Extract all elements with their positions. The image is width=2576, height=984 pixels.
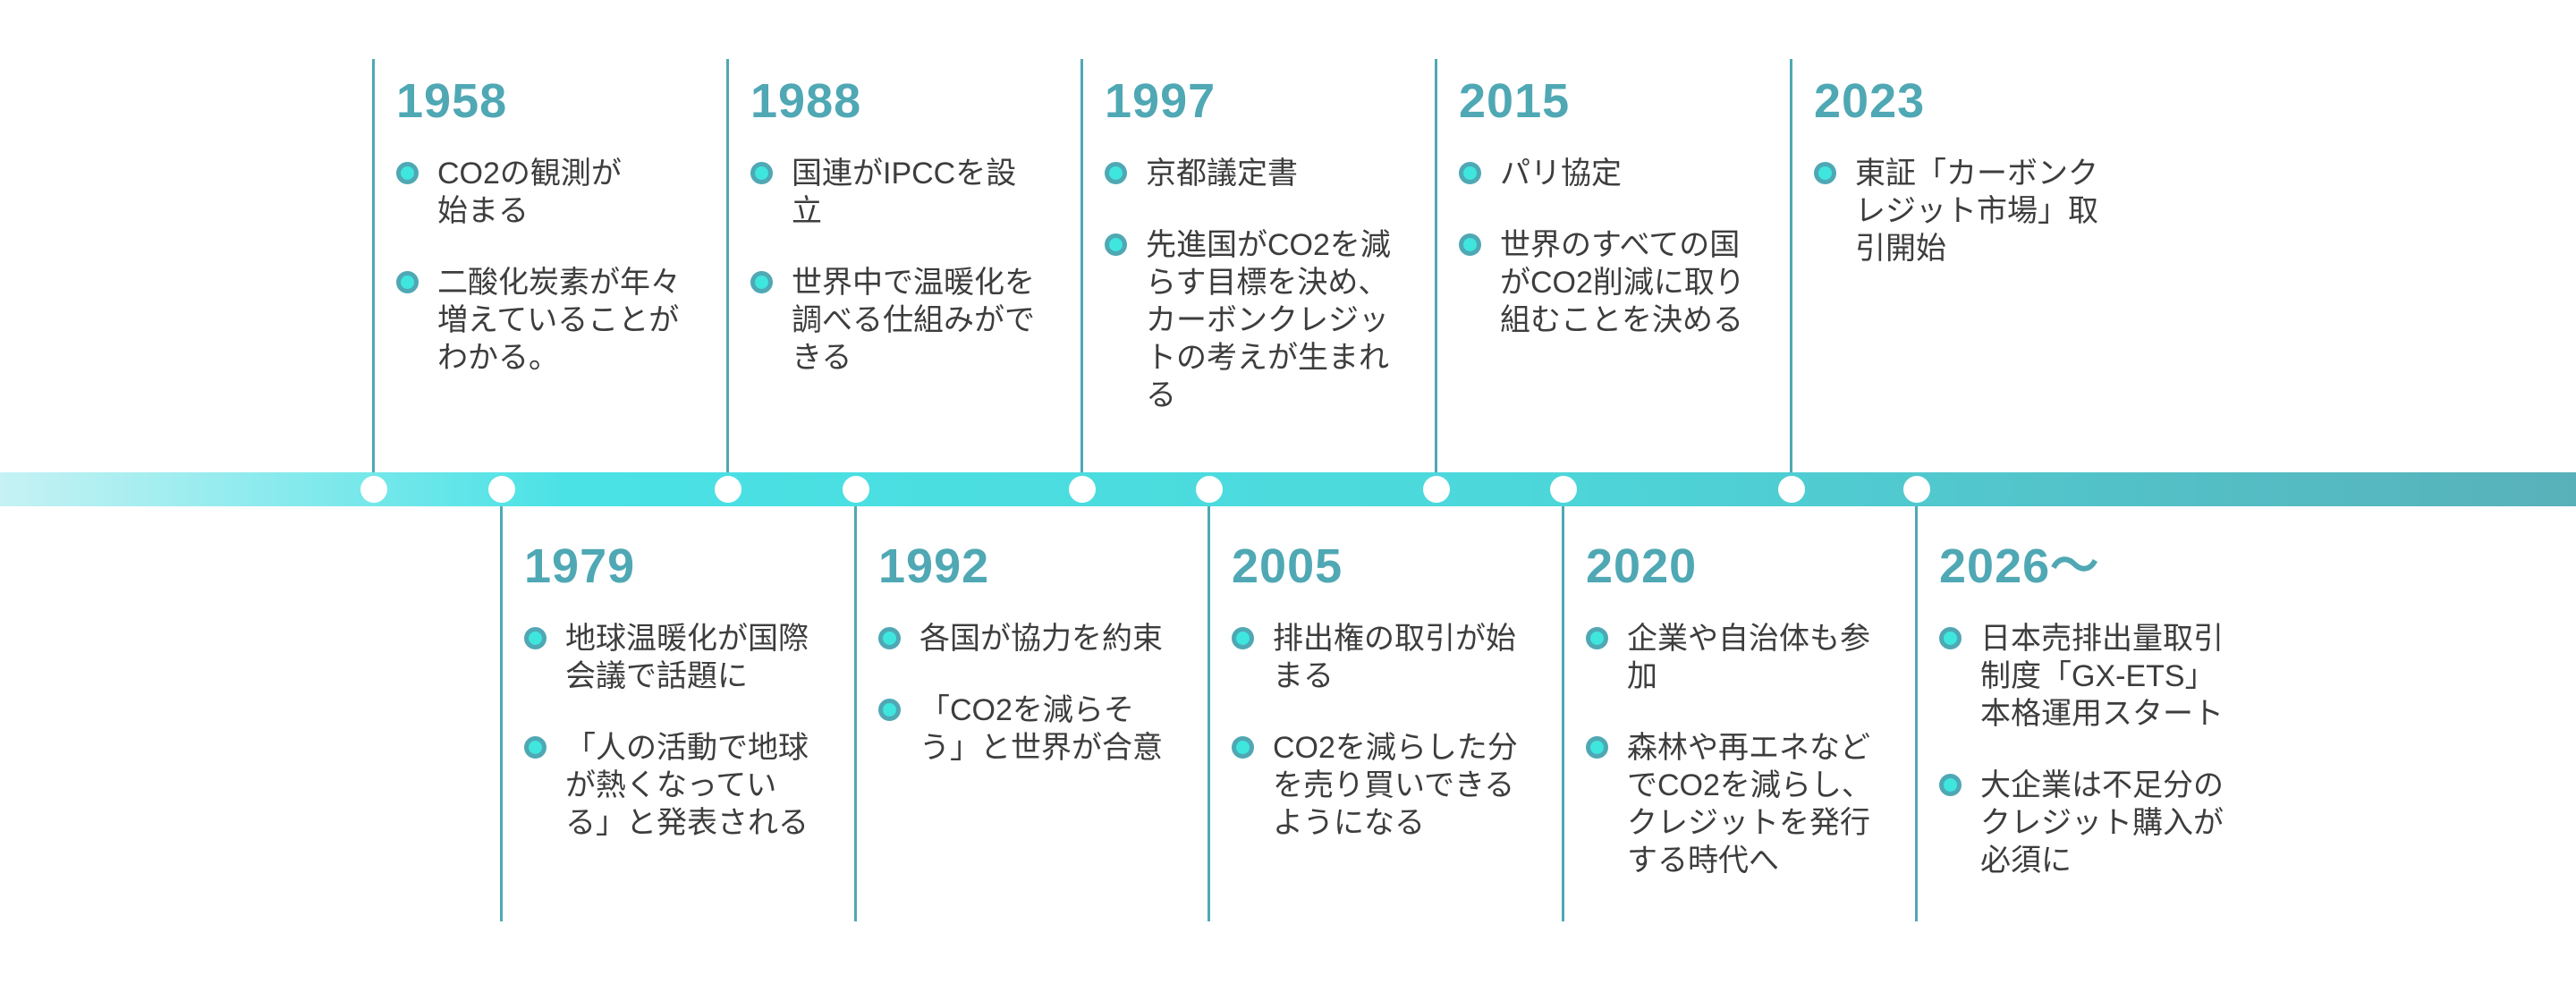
timeline-point-text: 二酸化炭素が年々 増えていることが わかる。 <box>437 266 681 375</box>
timeline-year-label: 1958 <box>396 74 508 128</box>
timeline-node-dot <box>1196 476 1223 503</box>
timeline-node-dot <box>1778 476 1805 503</box>
bullet-icon <box>396 271 419 293</box>
bullet-icon <box>396 162 419 184</box>
bullet-icon <box>878 627 901 649</box>
timeline-node-dot <box>1423 476 1450 503</box>
bullet-icon <box>524 736 547 759</box>
timeline-year-label: 2023 <box>1814 74 1926 128</box>
timeline-year-label: 1988 <box>750 74 862 128</box>
bullet-icon <box>1105 162 1127 184</box>
bullet-icon <box>1939 627 1962 649</box>
timeline-node-dot <box>488 476 515 503</box>
timeline-point: 先進国がCO2を減 らす目標を決め、 カーボンクレジッ トの考えが生まれ る <box>1105 226 1437 414</box>
timeline-point-text: CO2の観測が 始まる <box>437 157 622 228</box>
timeline-point-text: 世界のすべての国 がCO2削減に取り 組むことを決める <box>1500 228 1745 337</box>
timeline-point: 「人の活動で地球 が熱くなってい る」と発表される <box>524 729 857 842</box>
timeline-point-text: 先進国がCO2を減 らす目標を決め、 カーボンクレジッ トの考えが生まれ る <box>1146 228 1391 412</box>
timeline-connector-line <box>726 59 729 472</box>
timeline-point-text: 企業や自治体も参 加 <box>1627 622 1870 693</box>
bullet-icon <box>1232 736 1254 759</box>
timeline-year-label: 2005 <box>1232 539 1343 593</box>
timeline-bar <box>0 472 2576 506</box>
timeline-point: 大企業は不足分の クレジット購入が 必須に <box>1939 767 2272 879</box>
bullet-icon <box>1814 162 1836 184</box>
timeline-point-text: 「人の活動で地球 が熱くなってい る」と発表される <box>565 731 809 840</box>
timeline-point: 各国が協力を約束 <box>878 620 1211 657</box>
bullet-icon <box>1586 627 1608 649</box>
timeline-point: CO2を減らした分 を売り買いできる ようになる <box>1232 729 1564 842</box>
timeline-year-label: 1997 <box>1105 74 1216 128</box>
timeline-point-text: CO2を減らした分 を売り買いできる ようになる <box>1273 731 1518 840</box>
timeline-entry-2026: 2026〜日本売排出量取引 制度「GX-ETS」 本格運用スタート大企業は不足分… <box>1939 528 2272 913</box>
timeline-point-text: 東証「カーボンク レジット市場」取 引開始 <box>1855 157 2098 266</box>
bullet-icon <box>1459 162 1481 184</box>
timeline-entry-2015: 2015 パリ協定世界のすべての国 がCO2削減に取り 組むことを決める <box>1459 63 1792 373</box>
timeline-connector-line <box>854 506 857 921</box>
timeline-point-text: 「CO2を減らそ う」と世界が合意 <box>919 693 1163 765</box>
timeline-connector-line <box>372 59 375 472</box>
bullet-icon <box>524 627 547 649</box>
timeline-node-dot <box>1550 476 1577 503</box>
bullet-icon <box>1939 774 1962 796</box>
timeline-point: 地球温暖化が国際 会議で話題に <box>524 620 857 695</box>
bullet-icon <box>1586 736 1608 759</box>
timeline-entry-2005: 2005 排出権の取引が始 まる CO2を減らした分 を売り買いできる ようになる <box>1232 528 1564 876</box>
timeline-entry-1992: 1992 各国が協力を約束「CO2を減らそ う」と世界が合意 <box>878 528 1211 801</box>
timeline-point: 国連がIPCCを設 立 <box>750 155 1083 230</box>
timeline-entry-2023: 2023 東証「カーボンク レジット市場」取 引開始 <box>1814 63 2147 301</box>
timeline-connector-line <box>1915 506 1918 921</box>
timeline-point-text: 各国が協力を約束 <box>919 622 1163 656</box>
timeline-node-dot <box>715 476 741 503</box>
timeline-node-dot <box>843 476 869 503</box>
timeline-entry-2020: 2020 企業や自治体も参 加森林や再エネなど でCO2を減らし、 クレジットを発… <box>1586 528 1919 913</box>
timeline-node-dot <box>1069 476 1096 503</box>
timeline-point: 京都議定書 <box>1105 155 1437 192</box>
timeline-point-text: 大企業は不足分の クレジット購入が 必須に <box>1980 768 2224 878</box>
timeline-point-text: 排出権の取引が始 まる <box>1273 622 1516 693</box>
bullet-icon <box>750 271 773 293</box>
timeline-year-label: 1979 <box>524 539 636 593</box>
timeline-point: 日本売排出量取引 制度「GX-ETS」 本格運用スタート <box>1939 620 2272 733</box>
timeline-year-label: 2020 <box>1586 539 1698 593</box>
timeline-connector-line <box>1562 506 1564 921</box>
timeline-point: 世界のすべての国 がCO2削減に取り 組むことを決める <box>1459 226 1792 339</box>
bullet-icon <box>1459 233 1481 256</box>
timeline-point: 企業や自治体も参 加 <box>1586 620 1919 695</box>
timeline-year-label: 2026〜 <box>1939 539 2100 593</box>
timeline-point: 世界中で温暖化を 調べる仕組みがで きる <box>750 264 1083 377</box>
timeline-entry-1997: 1997 京都議定書先進国がCO2を減 らす目標を決め、 カーボンクレジッ トの考… <box>1105 63 1437 448</box>
timeline-point-text: 森林や再エネなど でCO2を減らし、 クレジットを発行 する時代へ <box>1627 731 1872 878</box>
timeline-point: 二酸化炭素が年々 増えていることが わかる。 <box>396 264 729 377</box>
timeline-point: CO2の観測が 始まる <box>396 155 729 230</box>
timeline-point: パリ協定 <box>1459 155 1792 192</box>
timeline-connector-line <box>1790 59 1792 472</box>
timeline-node-dot <box>360 476 387 503</box>
timeline-point: 東証「カーボンク レジット市場」取 引開始 <box>1814 155 2147 267</box>
timeline-point-text: 京都議定書 <box>1146 157 1298 191</box>
timeline-connector-line <box>1080 59 1083 472</box>
timeline-point-text: パリ協定 <box>1500 157 1622 191</box>
bullet-icon <box>1105 233 1127 256</box>
timeline-entry-1988: 1988 国連がIPCCを設 立世界中で温暖化を 調べる仕組みがで きる <box>750 63 1083 411</box>
timeline-point: 森林や再エネなど でCO2を減らし、 クレジットを発行 する時代へ <box>1586 729 1919 879</box>
timeline-year-label: 1992 <box>878 539 990 593</box>
bullet-icon <box>878 699 901 721</box>
timeline-point-text: 地球温暖化が国際 会議で話題に <box>565 622 809 693</box>
timeline-year-label: 2015 <box>1459 74 1571 128</box>
timeline-point-text: 世界中で温暖化を 調べる仕組みがで きる <box>792 266 1035 375</box>
bullet-icon <box>750 162 773 184</box>
timeline-point: 排出権の取引が始 まる <box>1232 620 1564 695</box>
timeline-point-text: 日本売排出量取引 制度「GX-ETS」 本格運用スタート <box>1980 622 2224 731</box>
timeline-connector-line <box>1208 506 1210 921</box>
timeline-node-dot <box>1903 476 1930 503</box>
timeline-entry-1979: 1979 地球温暖化が国際 会議で話題に「人の活動で地球 が熱くなってい る」と発… <box>524 528 857 876</box>
bullet-icon <box>1232 627 1254 649</box>
timeline-connector-line <box>1435 59 1437 472</box>
timeline-connector-line <box>500 506 503 921</box>
timeline-point: 「CO2を減らそ う」と世界が合意 <box>878 691 1211 767</box>
timeline-point-text: 国連がIPCCを設 立 <box>792 157 1017 228</box>
